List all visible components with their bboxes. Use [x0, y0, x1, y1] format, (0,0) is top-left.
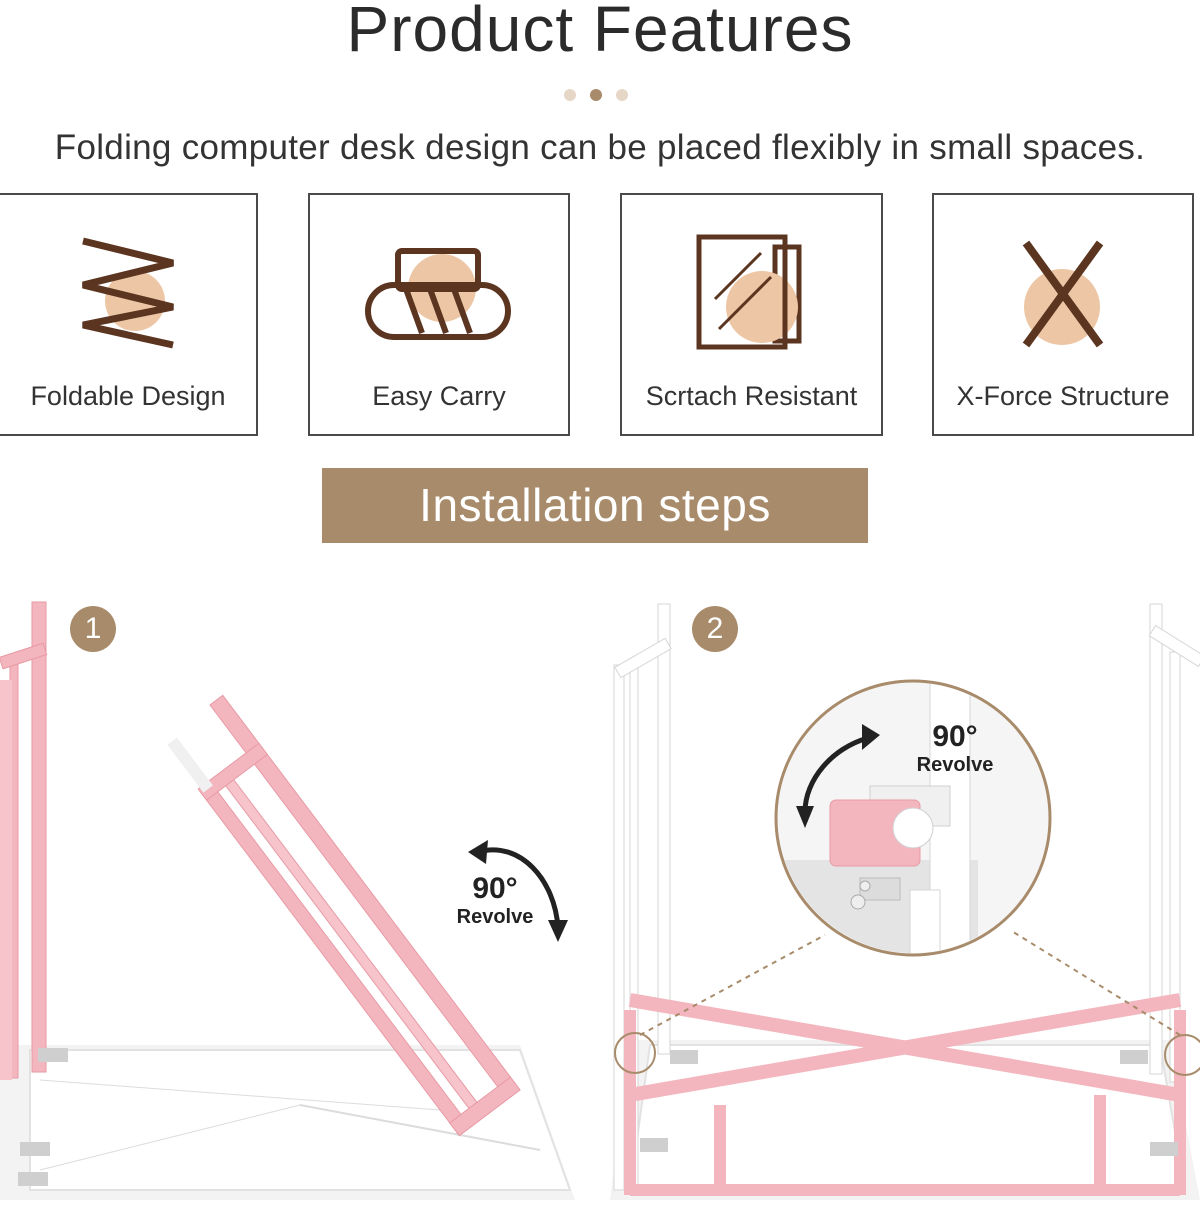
rotation-label: 90° Revolve: [900, 720, 1010, 777]
zigzag-spring-icon: [82, 237, 174, 349]
feature-card-xforce: X-Force Structure: [932, 193, 1194, 436]
carry-bag-icon: [365, 248, 511, 340]
step-number-badge: 2: [692, 606, 738, 652]
desk-step-2-drawing: [610, 603, 1200, 1200]
step-2-illustration: 2 90° Revolve: [600, 590, 1200, 1200]
step-1-illustration: 1 90° Revolve: [0, 590, 600, 1200]
feature-label: Easy Carry: [372, 381, 506, 411]
rotation-word: Revolve: [456, 906, 534, 928]
feature-label: Foldable Design: [30, 381, 226, 411]
feature-label: X-Force Structure: [956, 381, 1170, 411]
rotation-degrees: 90°: [932, 720, 978, 753]
installation-banner: Installation steps: [322, 468, 868, 543]
rotation-degrees: 90°: [472, 872, 518, 905]
glass-panel-icon: [696, 234, 801, 350]
page-subtitle: Folding computer desk design can be plac…: [54, 128, 1146, 167]
step-number-badge: 1: [70, 606, 116, 652]
carousel-dots: [562, 89, 642, 103]
rotation-label: 90° Revolve: [440, 872, 550, 929]
dot-1: [564, 89, 576, 101]
feature-label: Scrtach Resistant: [645, 381, 858, 411]
dot-3: [616, 89, 628, 101]
feature-card-carry: Easy Carry: [308, 193, 570, 436]
page-title: Product Features: [346, 0, 854, 65]
dot-2-active: [590, 89, 602, 101]
rotation-word: Revolve: [916, 754, 994, 776]
feature-card-foldable: Foldable Design: [0, 193, 258, 436]
desk-step-1-drawing: [0, 601, 575, 1200]
feature-card-scratch: Scrtach Resistant: [620, 193, 883, 436]
x-cross-icon: [1022, 240, 1104, 348]
